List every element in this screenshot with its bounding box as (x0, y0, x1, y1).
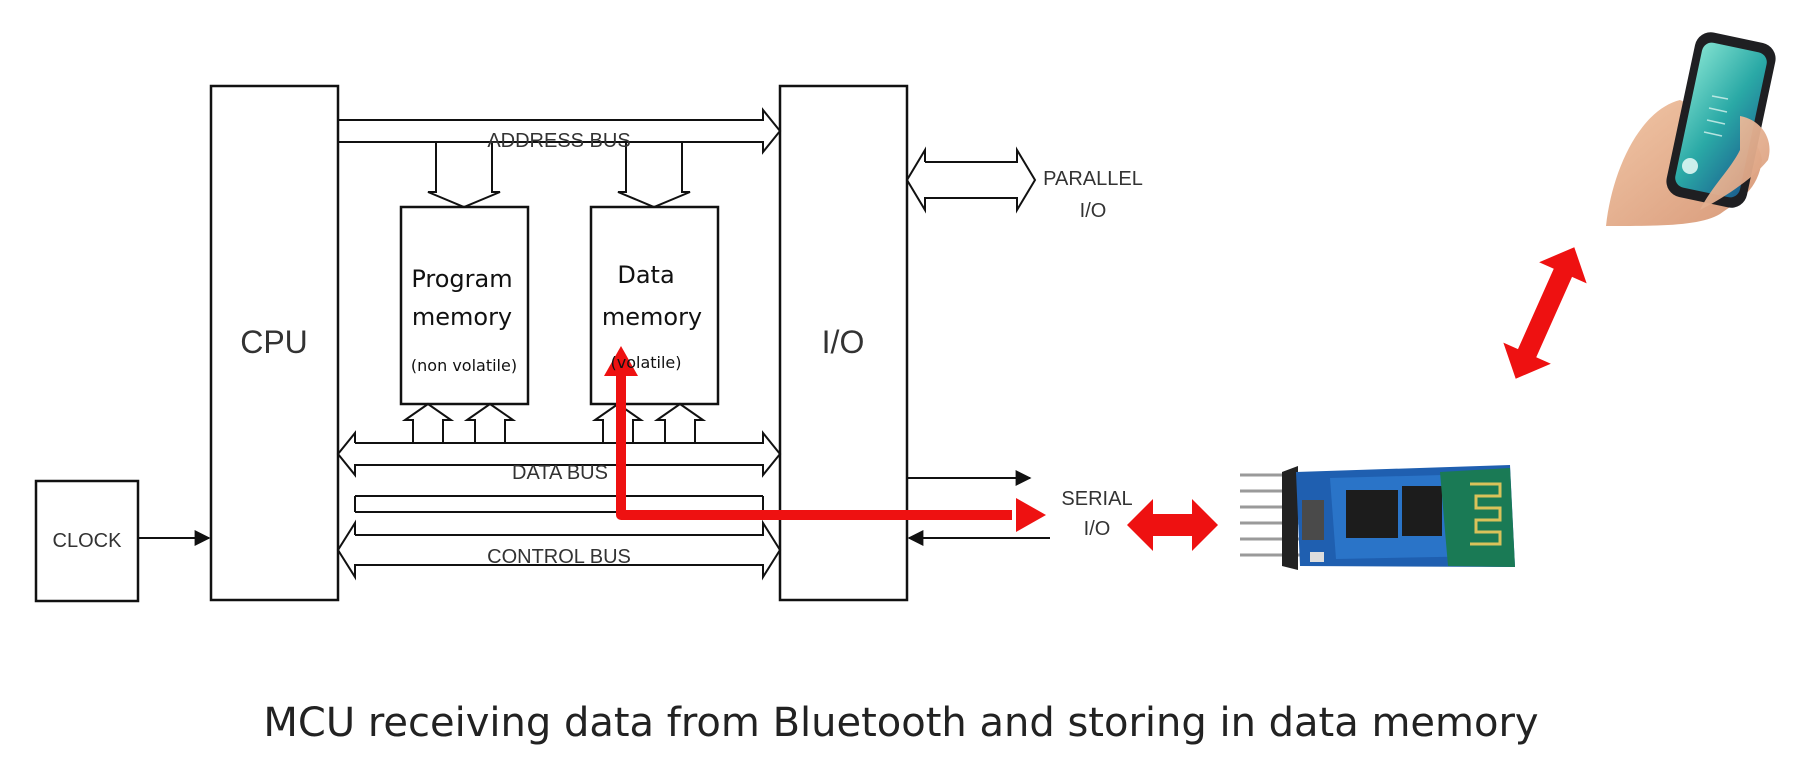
highlight-line (616, 370, 1012, 520)
program-memory-label-1: Program (411, 265, 512, 293)
address-bus-label: ADDRESS BUS (487, 130, 630, 152)
cpu-label: CPU (240, 324, 308, 360)
data-memory-label-1: Data (617, 261, 674, 289)
clock-label: CLOCK (53, 530, 123, 552)
program-memory-block (399, 205, 530, 406)
data-memory-label-3: (volatile) (611, 353, 682, 372)
program-memory-label-3: (non volatile) (411, 356, 517, 375)
bluetooth-phone-double-arrow (1503, 247, 1587, 379)
smartphone-image (1606, 32, 1776, 226)
program-memory-label-2: memory (412, 303, 512, 331)
clock-block (34, 479, 140, 603)
parallel-io-label-1: PARALLEL (1043, 168, 1143, 190)
serial-io-label-1: SERIAL (1061, 488, 1132, 510)
io-label: I/O (822, 324, 865, 360)
data-bus-label: DATA BUS (512, 462, 608, 484)
highlight-path (604, 346, 1046, 532)
bluetooth-module-image (1240, 465, 1515, 570)
caption: MCU receiving data from Bluetooth and st… (263, 700, 1538, 746)
serial-io-label-2: I/O (1084, 518, 1111, 540)
data-memory-label-2: memory (602, 303, 702, 331)
control-bus-label: CONTROL BUS (487, 546, 631, 568)
parallel-io-label-2: I/O (1080, 200, 1107, 222)
cpu-block (209, 84, 340, 602)
serial-bluetooth-double-arrow (1127, 499, 1218, 551)
highlight-arrowhead-up (604, 346, 638, 376)
highlight-arrowhead-right (1016, 498, 1046, 532)
